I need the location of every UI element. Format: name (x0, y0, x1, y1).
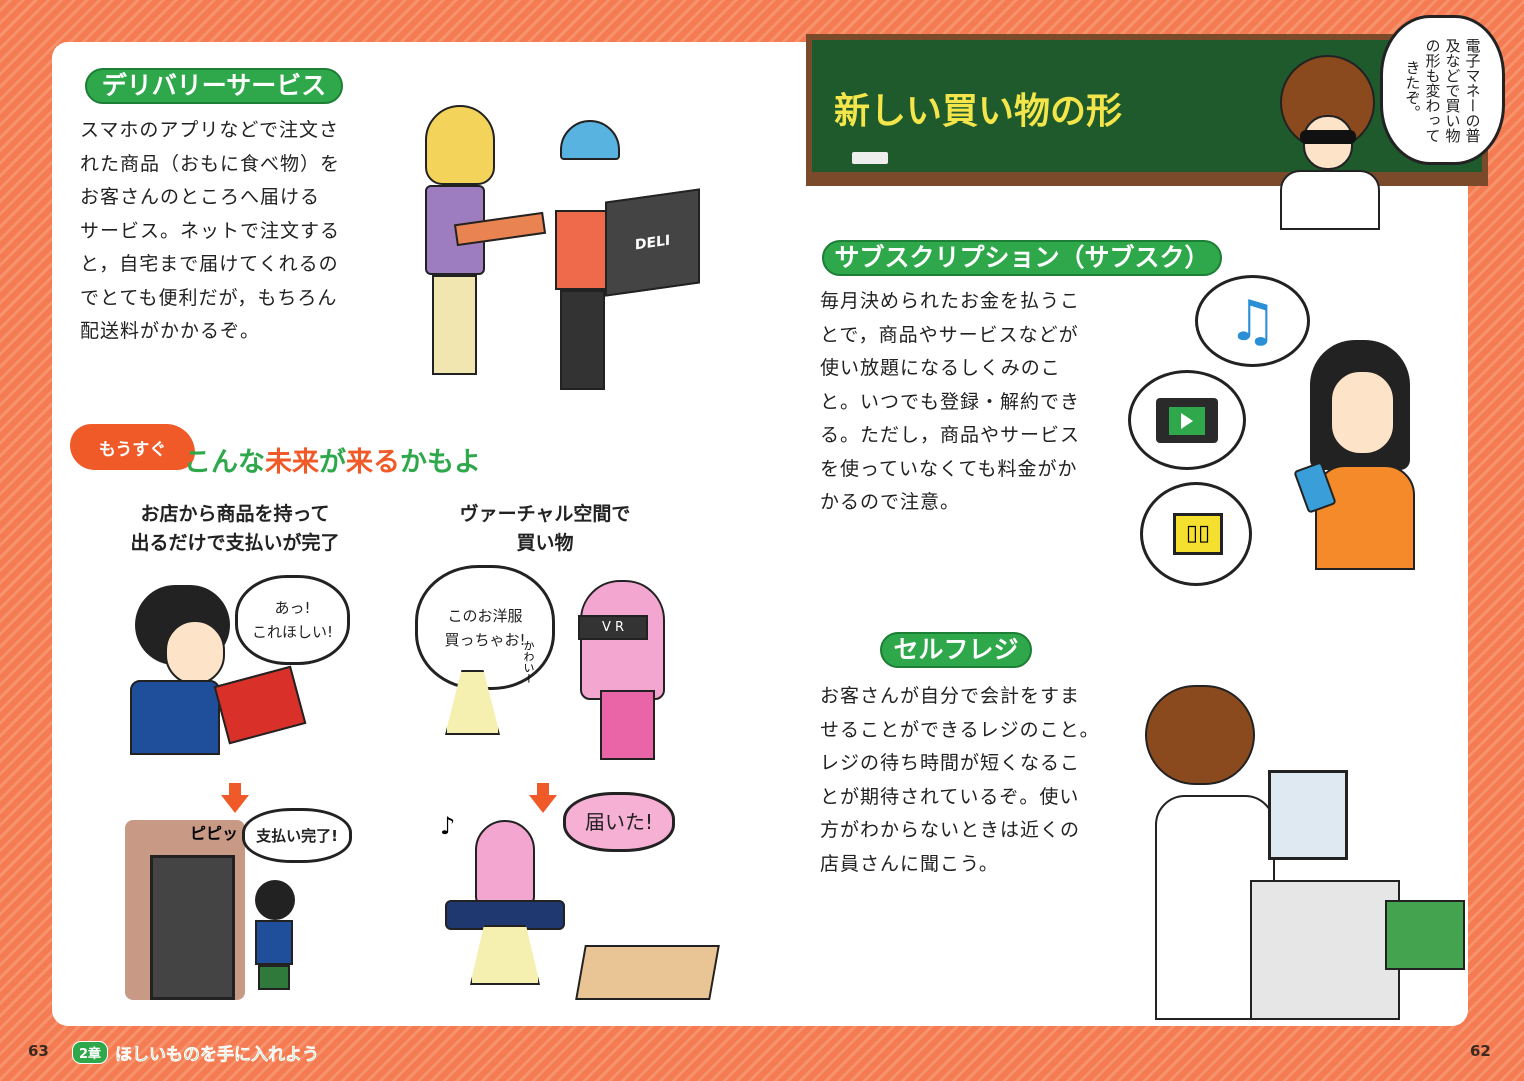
selfreg-text: お客さんが自分で会計をすま せることができるレジのこと。 レジの待ち時間が短くな… (820, 680, 1100, 881)
caption-line: 出るだけで支払いが完了 (130, 532, 340, 554)
scene1-thought-bubble: あっ! これほしい! (235, 575, 350, 665)
scene2-thought-bubble: このお洋服 買っちゃお! (415, 565, 555, 690)
boy-illustration (130, 585, 310, 760)
title-part: 未来 (265, 447, 319, 478)
bubble-line: これほしい! (251, 623, 333, 641)
vr-girl-illustration: V R (575, 580, 670, 760)
music-note-icon: ♪ (440, 812, 456, 840)
payment-complete-bubble: 支払い完了! (242, 808, 352, 863)
ebook-icon: ▯▯ (1140, 482, 1252, 586)
text-line: る。ただし，商品やサービス (820, 424, 1081, 446)
text-line: かるので注意。 (820, 491, 961, 513)
page-title: 新しい買い物の形 (834, 91, 1123, 132)
video-icon (1128, 370, 1246, 470)
text-line: 配送料がかかるぞ。 (80, 320, 261, 342)
page-number-right: 62 (1470, 1042, 1491, 1060)
title-part: 来る (346, 447, 400, 478)
text-line: せることができるレジのこと。 (820, 718, 1100, 741)
chapter-title: ほしいものを手に入れよう (115, 1045, 320, 1066)
text-line: とが期待されているぞ。使い (820, 785, 1080, 808)
beep-sound: ピピッ (190, 824, 239, 843)
future-title: こんな未来が来るかもよ (184, 440, 481, 479)
subscription-text: 毎月決められたお金を払うこ とで，商品やサービスなどが 使い放題になるしくみのこ… (820, 285, 1080, 520)
delivery-heading: デリバリーサービス (85, 68, 343, 104)
subscription-heading: サブスクリプション（サブスク） (822, 240, 1222, 276)
chapter-badge: 2章 (72, 1041, 109, 1064)
text-line: お客さんのところへ届ける (80, 186, 321, 208)
text-line: とで，商品やサービスなどが (820, 323, 1079, 346)
bubble-line: このお洋服 (447, 606, 523, 625)
self-checkout-illustration (1140, 685, 1468, 1020)
girl-with-phone-illustration (1293, 320, 1425, 570)
chalk-eraser (852, 152, 888, 164)
caption-line: 買い物 (516, 532, 574, 554)
scene1-caption: お店から商品を持って 出るだけで支払いが完了 (100, 500, 370, 558)
professor-speech-bubble: 電子マネーの普及などで買い物の形も変わってきたぞ。 (1380, 15, 1505, 165)
text-line: お客さんが自分で会計をすま (820, 685, 1081, 707)
arrow-down-icon (529, 783, 557, 813)
title-part: かもよ (400, 447, 481, 478)
music-icon: ♫ (1195, 275, 1310, 367)
caption-line: ヴァーチャル空間で (459, 503, 631, 525)
vr-headset: V R (578, 615, 648, 640)
text-line: スマホのアプリなどで注文さ (80, 119, 340, 141)
title-part: こんな (184, 447, 265, 478)
dancing-girl-illustration (440, 820, 570, 1005)
bubble-line: あっ! (274, 599, 311, 617)
text-line: 毎月決められたお金を払うこ (820, 290, 1081, 312)
delivery-bag: DELI (605, 188, 700, 297)
text-line: と，自宅まで届けてくれるの (80, 253, 339, 275)
text-line: れた商品（おもに食べ物）を (80, 152, 341, 175)
store-door-illustration (125, 820, 245, 1000)
caption-line: お店から商品を持って (140, 503, 330, 525)
text-line: 使い放題になるしくみのこ (820, 357, 1061, 379)
boy-walking-illustration (250, 880, 300, 1000)
delivery-illustration: DELI (410, 100, 705, 400)
page-number-left: 63 (28, 1042, 49, 1060)
text-line: レジの待ち時間が短くなるこ (820, 752, 1081, 774)
cute-remark: かわいー (522, 640, 535, 684)
text-line: と。いつでも登録・解約でき (820, 390, 1081, 413)
arrived-bubble: 届いた! (563, 792, 675, 852)
arrow-down-icon (221, 783, 249, 813)
scene2-caption: ヴァーチャル空間で 買い物 (420, 500, 670, 558)
selfreg-heading: セルフレジ (880, 632, 1032, 668)
future-badge: もうすぐ (70, 424, 195, 470)
text-line: でとても便利だが，もちろん (80, 286, 338, 309)
text-line: サービス。ネットで注文する (80, 219, 341, 242)
delivery-text: スマホのアプリなどで注文さ れた商品（おもに食べ物）を お客さんのところへ届ける… (80, 114, 340, 349)
bubble-line: 買っちゃお! (444, 630, 526, 649)
text-line: を使っていなくても料金がか (820, 457, 1078, 480)
professor-illustration (1275, 55, 1385, 230)
title-part: が (319, 447, 346, 478)
open-box-illustration (575, 945, 720, 1000)
text-line: 方がわからないときは近くの (820, 819, 1081, 841)
text-line: 店員さんに聞こう。 (820, 852, 999, 875)
